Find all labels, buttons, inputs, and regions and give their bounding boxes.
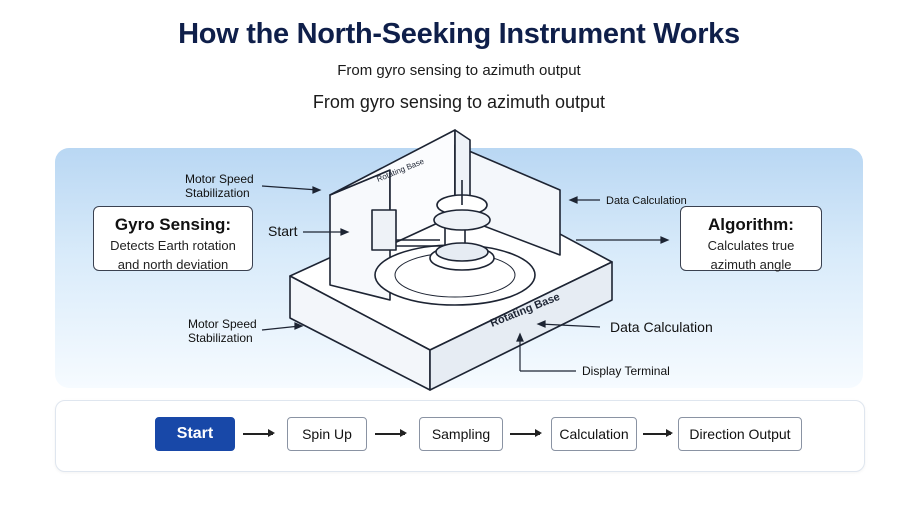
enclosure-back-wall (329, 129, 456, 246)
callout-data-calculation-bottom: Data Calculation (610, 319, 713, 335)
callout-data-calculation-top: Data Calculation (606, 195, 687, 207)
flow-step-direction-output: Direction Output (678, 417, 802, 451)
algorithm-line2: azimuth angle (710, 257, 792, 272)
subtitle: From gyro sensing to azimuth output (337, 62, 581, 79)
flow-arrow-1 (243, 430, 275, 436)
flow-arrow-3 (510, 430, 542, 436)
gyro-sensing-line2: and north deviation (117, 257, 229, 272)
subtitle-repeat: From gyro sensing to azimuth output (312, 92, 606, 112)
gyro-sensing-box: Gyro Sensing: Detects Earth rotation and… (93, 206, 253, 272)
base-side-face (429, 261, 613, 391)
callout-motor-speed-bottom: Motor Speed Stabilization (188, 317, 257, 345)
flow-arrow-2 (375, 430, 407, 436)
gyro-sensing-heading: Gyro Sensing: (114, 215, 232, 234)
algorithm-line1: Calculates true (707, 238, 795, 253)
flow-step-start-button[interactable]: Start (155, 417, 235, 451)
flow-step-spin-up: Spin Up (287, 417, 367, 451)
motor-block (371, 209, 397, 251)
gyro-sensing-line1: Detects Earth rotation (110, 238, 236, 253)
page-title: How the North-Seeking Instrument Works (178, 18, 740, 50)
algorithm-heading: Algorithm: (708, 215, 794, 234)
callout-start: Start (268, 223, 298, 239)
algorithm-box: Algorithm: Calculates true azimuth angle (680, 206, 822, 272)
flow-step-sampling: Sampling (419, 417, 503, 451)
callout-motor-speed-top: Motor Speed Stabilization (185, 172, 254, 200)
callout-display-terminal: Display Terminal (582, 364, 670, 378)
flow-step-calculation: Calculation (551, 417, 637, 451)
flow-arrow-4 (643, 430, 673, 436)
